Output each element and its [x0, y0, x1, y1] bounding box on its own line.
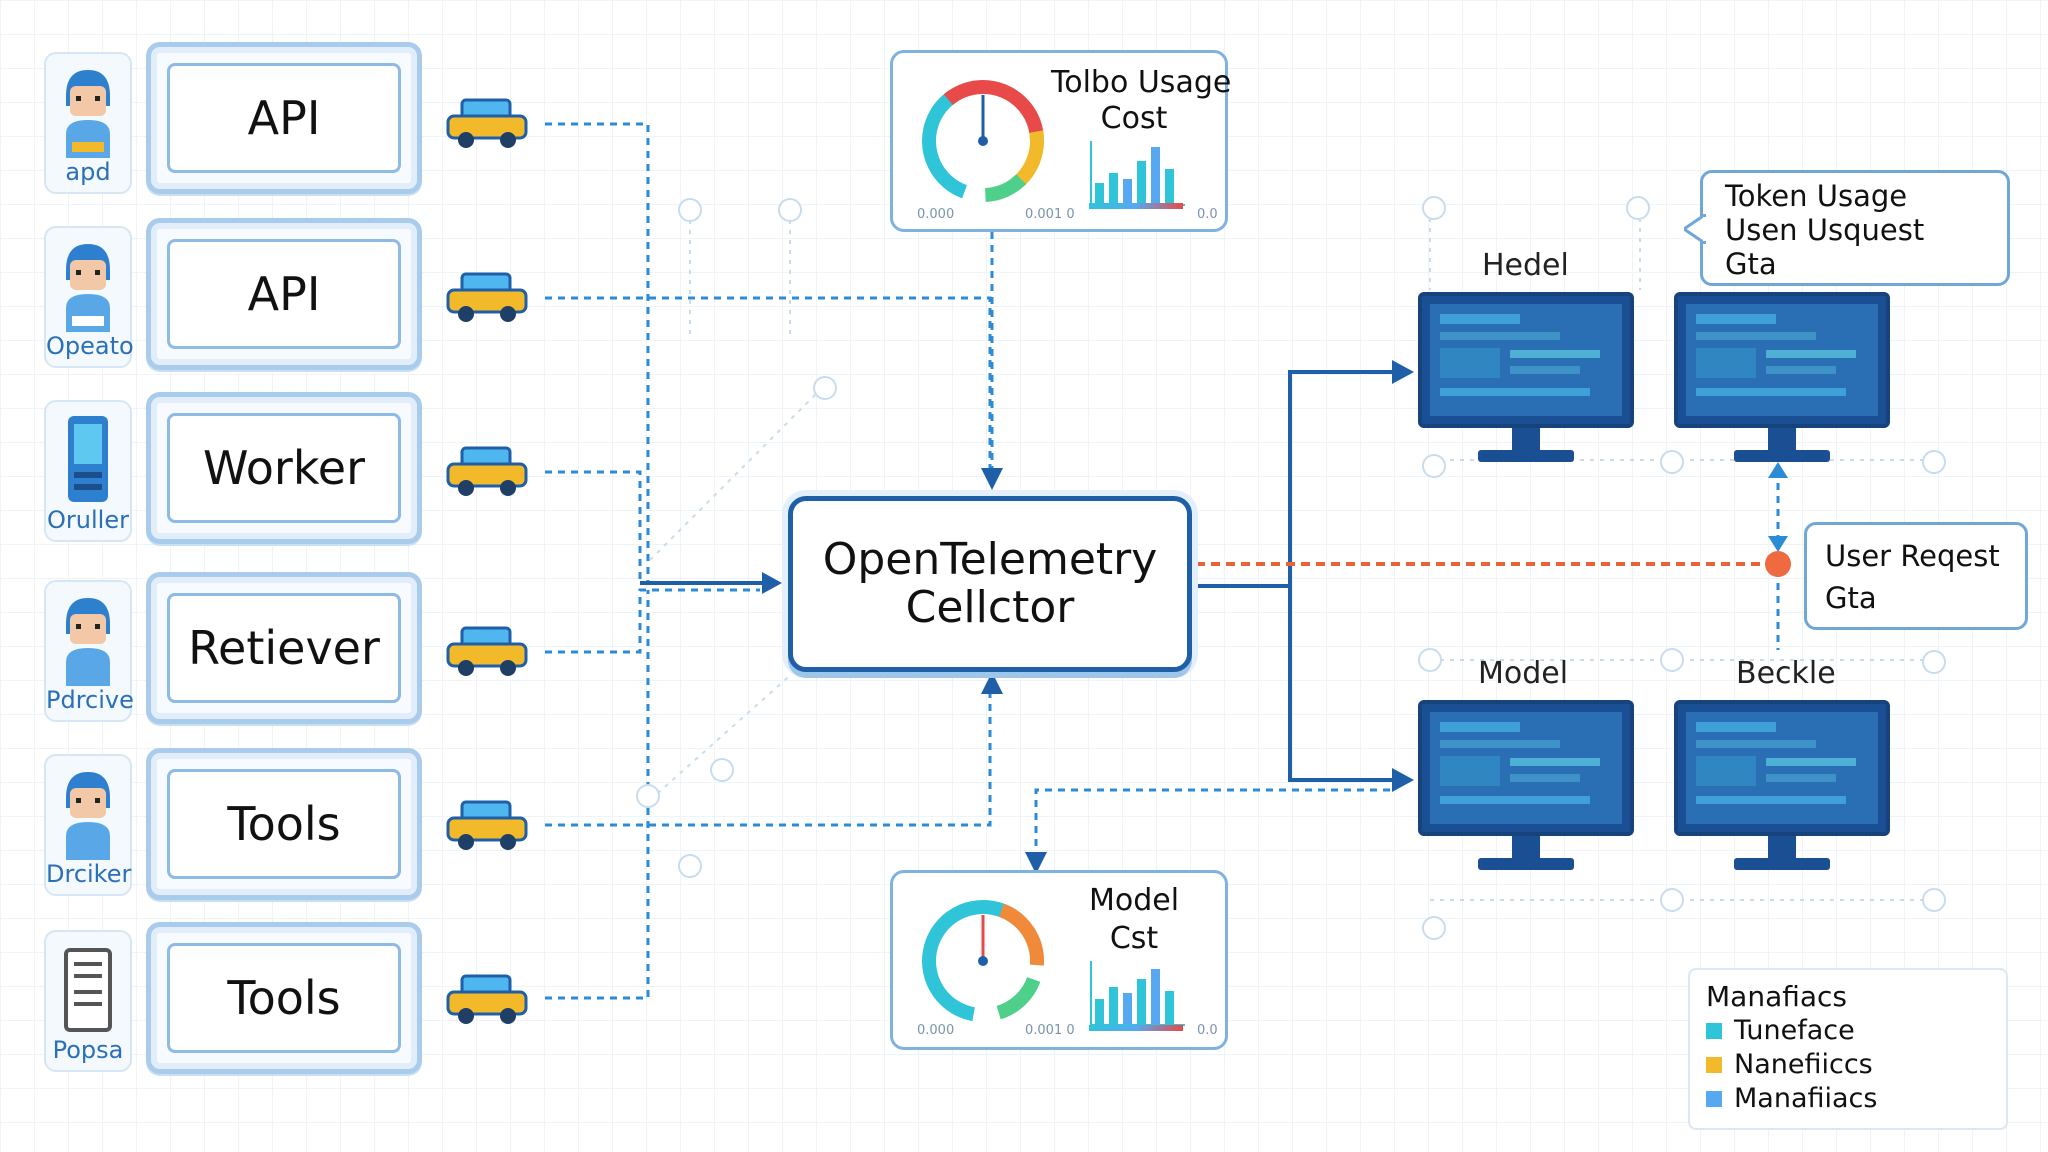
avatar-popsa: Popsa	[44, 930, 132, 1072]
arrow-to-monitor-bottom	[1392, 768, 1414, 792]
gauge-icon	[922, 80, 1044, 202]
collector-to-monitor-bottom	[1195, 584, 1400, 782]
link-tools-1	[545, 690, 992, 827]
monitor-label: Hedel	[1482, 248, 1569, 283]
legend-swatch	[1706, 1091, 1722, 1107]
car-icon	[446, 974, 528, 1024]
bar-chart-icon	[1090, 961, 1185, 1026]
tick-label: 0.0	[1197, 207, 1218, 222]
legend-item: Tuneface	[1706, 1014, 1990, 1048]
panel-title-line2: Cst	[1109, 921, 1159, 956]
car-icon	[446, 626, 528, 676]
legend: Manafiacs Tuneface Nanefiiccs Manafiiacs	[1688, 968, 2008, 1130]
source-node-api-2[interactable]: API	[146, 218, 422, 370]
car-icon	[446, 446, 528, 496]
car-icon	[446, 800, 528, 850]
node-label: API	[247, 91, 321, 145]
node-label: Tools	[227, 797, 341, 851]
avatar-opeato: Opeato	[44, 226, 134, 368]
source-node-tools-2[interactable]: Tools	[146, 922, 422, 1074]
model-cost-panel[interactable]: Model Cst 0.000 0.001 0 0.0	[890, 870, 1228, 1050]
legend-item: Manafiiacs	[1706, 1082, 1990, 1116]
bar-chart-icon	[1090, 141, 1185, 206]
person-icon	[66, 244, 110, 332]
callout-line: Gta	[1825, 581, 1877, 615]
avatar-oruller: Oruller	[44, 400, 132, 542]
source-node-api[interactable]: API	[146, 42, 422, 194]
source-node-tools[interactable]: Tools	[146, 748, 422, 900]
panel-title-line1: Tolbo Usage	[1051, 65, 1232, 100]
link-worker	[545, 470, 642, 583]
callout-line: Gta	[1725, 247, 1777, 281]
document-icon	[64, 948, 112, 1032]
avatar-label: Oruller	[47, 506, 129, 534]
range-bar	[1089, 203, 1183, 209]
node-label: Retiever	[188, 621, 380, 675]
avatar-label: Popsa	[52, 1036, 124, 1064]
link-retiever	[545, 588, 760, 654]
arrow-into-collector-top	[981, 468, 1003, 490]
gauge-icon	[922, 900, 1044, 1022]
monitor-icon[interactable]	[1674, 700, 1890, 876]
tick-label: 0.001 0	[1025, 207, 1075, 222]
source-node-worker[interactable]: Worker	[146, 392, 422, 544]
callout-line: Token Usage	[1725, 179, 1908, 213]
arrow-into-collector-bottom	[981, 672, 1003, 694]
arrow-to-monitor-top	[1392, 360, 1414, 384]
avatar-apd: apd	[44, 52, 132, 194]
link-bottom-panel	[1034, 788, 1390, 862]
person-icon	[66, 772, 110, 860]
collector-title-line1: OpenTelemetry	[822, 534, 1158, 585]
collector-title-line2: Cellctor	[905, 582, 1075, 633]
tick-label: 0.000	[917, 207, 955, 222]
callout-pointer	[1684, 214, 1706, 244]
link-api-1	[545, 122, 760, 585]
link-api-2	[545, 296, 992, 470]
tick-label: 0.001 0	[1025, 1023, 1075, 1038]
tick-label: 0.000	[917, 1023, 955, 1038]
server-icon	[68, 416, 108, 502]
monitor-label: Model	[1478, 656, 1569, 691]
monitor-label: Beckle	[1736, 656, 1836, 691]
person-icon	[66, 598, 110, 686]
node-label: Tools	[227, 971, 341, 1025]
node-label: API	[247, 267, 321, 321]
callout-line: Usen Usquest	[1725, 213, 1925, 247]
legend-item-label: Tuneface	[1734, 1015, 1855, 1046]
monitor-icon[interactable]	[1418, 700, 1634, 876]
range-bar	[1089, 1025, 1183, 1031]
panel-title-line1: Model	[1088, 883, 1180, 918]
collector-to-monitor-top	[1195, 370, 1400, 588]
avatar-label: Opeato	[46, 332, 134, 360]
legend-swatch	[1706, 1057, 1722, 1073]
monitor-icon[interactable]	[1418, 292, 1634, 468]
panel-title-line2: Cost	[1100, 101, 1168, 136]
monitor-icon[interactable]	[1674, 292, 1890, 468]
arrow-into-collector-left	[762, 572, 782, 594]
legend-swatch	[1706, 1023, 1722, 1039]
token-usage-panel[interactable]: Tolbo Usage Cost 0.000 0.001 0 0.0	[890, 50, 1232, 232]
legend-item-label: Manafiiacs	[1734, 1083, 1878, 1114]
request-trace-dot	[1765, 551, 1791, 577]
opentelemetry-collector[interactable]: OpenTelemetry Cellctor	[788, 496, 1192, 672]
arrow-to-bottom-panel	[1025, 852, 1047, 874]
avatar-pdrcive: Pdrcive	[44, 580, 134, 722]
avatar-label: Pdrcive	[46, 686, 134, 714]
callout-line: User Reqest	[1825, 539, 2000, 573]
legend-item: Nanefiiccs	[1706, 1048, 1990, 1082]
avatar-drciker: Drciker	[44, 754, 132, 896]
legend-title: Manafiacs	[1706, 980, 1847, 1013]
node-label: Worker	[202, 441, 366, 495]
source-node-retiever[interactable]: Retiever	[146, 572, 422, 724]
car-icon	[446, 98, 528, 148]
legend-item-label: Nanefiiccs	[1734, 1049, 1873, 1080]
person-icon	[66, 70, 110, 158]
car-icon	[446, 272, 528, 322]
token-usage-callout: Token Usage Usen Usquest Gta	[1700, 170, 2010, 286]
avatar-label: apd	[65, 158, 111, 186]
avatar-label: Drciker	[46, 860, 132, 888]
tick-label: 0.0	[1197, 1023, 1218, 1038]
user-request-callout: User Reqest Gta	[1804, 522, 2028, 630]
